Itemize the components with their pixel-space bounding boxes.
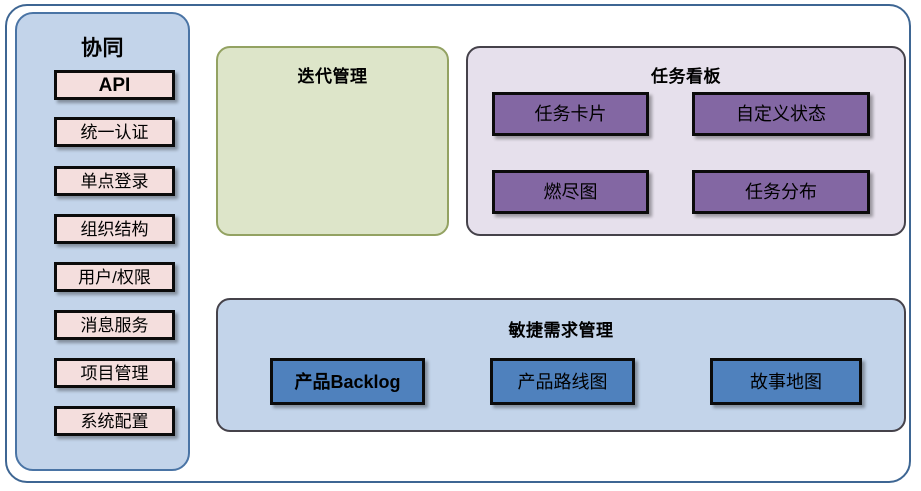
agile-item-product-roadmap[interactable]: 产品路线图 [490, 358, 635, 405]
panel-task-board[interactable]: 任务看板 任务卡片 自定义状态 燃尽图 任务分布 [466, 46, 906, 236]
panel-agile-requirement[interactable]: 敏捷需求管理 产品Backlog 产品路线图 故事地图 [216, 298, 906, 432]
taskboard-item-burndown[interactable]: 燃尽图 [492, 170, 649, 214]
agile-item-product-backlog[interactable]: 产品Backlog [270, 358, 425, 405]
agile-item-story-map[interactable]: 故事地图 [710, 358, 862, 405]
sidebar-item-project-mgmt[interactable]: 项目管理 [54, 358, 175, 388]
panel-collaboration-title: 协同 [81, 37, 124, 60]
sidebar-item-api[interactable]: API [54, 70, 175, 100]
taskboard-item-task-card[interactable]: 任务卡片 [492, 92, 649, 136]
panel-collaboration[interactable]: 协同 API 统一认证 单点登录 组织结构 用户/权限 消息服务 项目管理 系统… [15, 12, 190, 471]
panel-iteration-management[interactable]: 迭代管理 用户故事 迭代规划 [216, 46, 625, 236]
sidebar-item-message-service[interactable]: 消息服务 [54, 310, 175, 340]
panel-agile-requirement-title: 敏捷需求管理 [508, 321, 614, 340]
sidebar-item-sso[interactable]: 单点登录 [54, 166, 175, 196]
sidebar-item-system-config[interactable]: 系统配置 [54, 406, 175, 436]
sidebar-item-user-permission[interactable]: 用户/权限 [54, 262, 175, 292]
taskboard-item-task-dist[interactable]: 任务分布 [692, 170, 870, 214]
taskboard-item-custom-state[interactable]: 自定义状态 [692, 92, 870, 136]
panel-iteration-management-title: 迭代管理 [297, 67, 368, 86]
panel-task-board-title: 任务看板 [651, 67, 721, 86]
sidebar-item-org-structure[interactable]: 组织结构 [54, 214, 175, 244]
sidebar-item-unified-auth[interactable]: 统一认证 [54, 117, 175, 147]
